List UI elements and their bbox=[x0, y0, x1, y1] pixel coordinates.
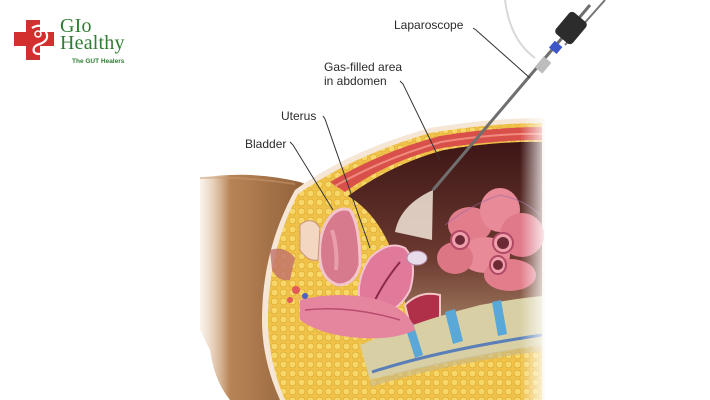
medical-cross-gut-icon bbox=[14, 20, 54, 60]
logo-name-line1: GIo bbox=[60, 15, 92, 37]
ovary bbox=[406, 250, 428, 266]
label-bladder: Bladder bbox=[245, 137, 287, 151]
brand-logo: GIo Healthy The GUT Healers bbox=[12, 15, 142, 68]
logo-name-line2: Healthy bbox=[60, 32, 125, 54]
label-in-abdomen: in abdomen bbox=[324, 74, 387, 88]
logo-wordmark: GIo Healthy bbox=[60, 15, 125, 54]
bladder bbox=[318, 207, 362, 287]
label-laparoscope: Laparoscope bbox=[394, 18, 464, 32]
logo-tagline: The GUT Healers bbox=[72, 58, 125, 65]
label-uterus: Uterus bbox=[281, 109, 317, 123]
laparoscope-instrument bbox=[431, 0, 606, 191]
leader-lines bbox=[289, 27, 531, 249]
label-gas-filled-area: Gas-filled area bbox=[324, 60, 403, 74]
